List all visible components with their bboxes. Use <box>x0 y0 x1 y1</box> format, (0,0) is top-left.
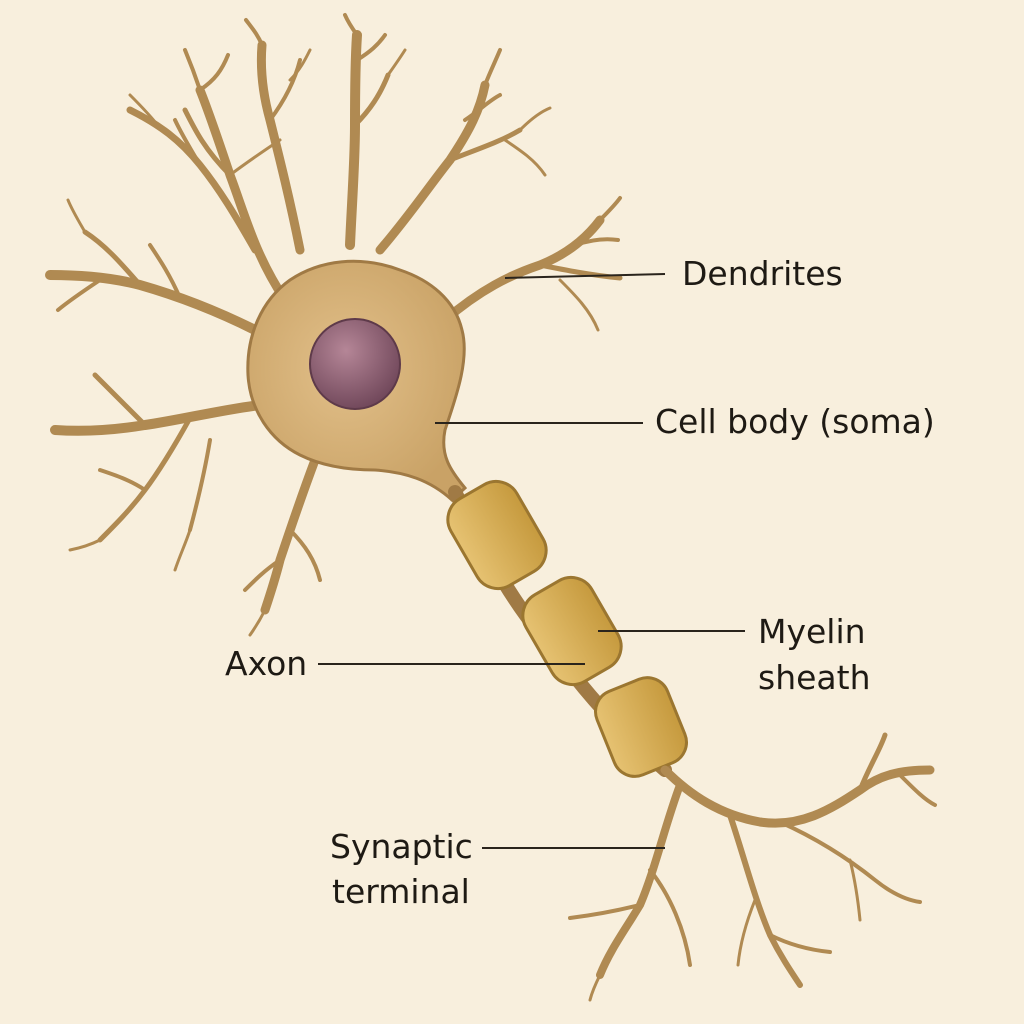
myelin-label-line1: Myelin <box>758 612 866 651</box>
myelin-label-line2: sheath <box>758 658 871 697</box>
nucleus <box>309 318 401 410</box>
axon-label: Axon <box>225 644 308 683</box>
leader-lines <box>318 273 745 849</box>
myelin-sheath <box>446 479 688 778</box>
synaptic-label-line2: terminal <box>332 872 470 911</box>
synaptic-label-line1: Synaptic <box>330 827 473 866</box>
dendrites-label: Dendrites <box>682 254 843 293</box>
dendrites <box>45 13 623 637</box>
synaptic-terminal <box>568 732 937 1002</box>
cell-body-label: Cell body (soma) <box>655 402 935 441</box>
dendrites-leader <box>504 273 666 279</box>
